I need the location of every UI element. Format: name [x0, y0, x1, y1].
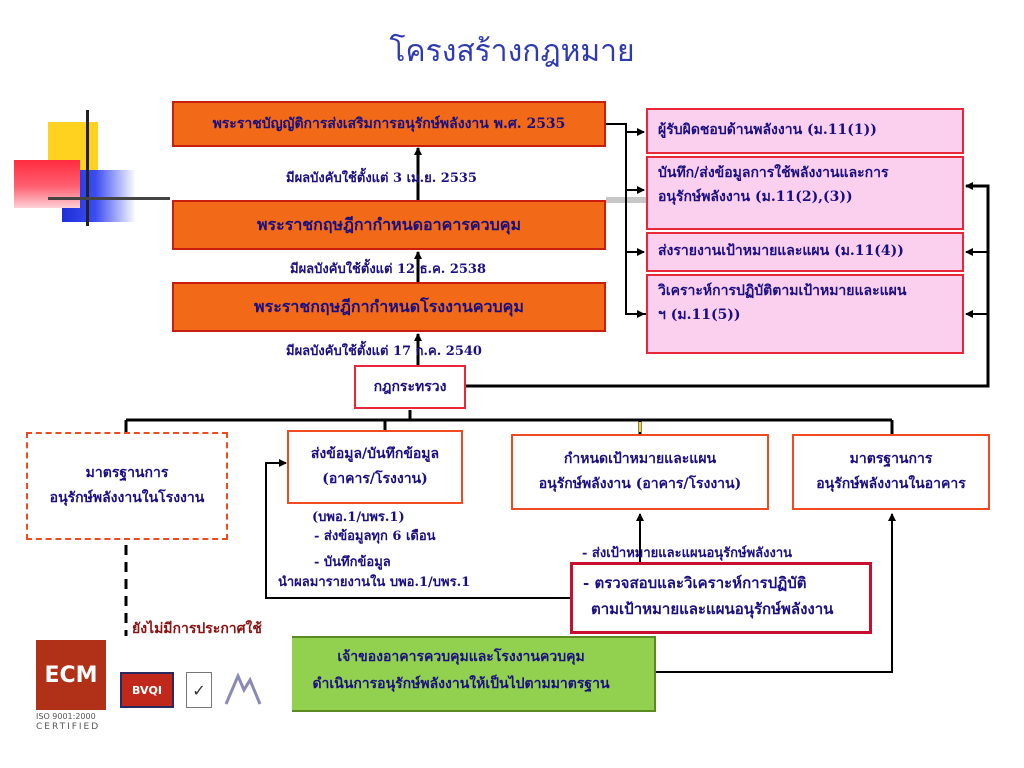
- duty-report-targets: ส่งรายงานเป้าหมายและแผน (ม.11(4)): [646, 232, 964, 272]
- act-label: พระราชบัญญัติการส่งเสริมการอนุรักษ์พลังง…: [212, 116, 566, 132]
- page-title: โครงสร้างกฎหมาย: [389, 34, 635, 69]
- ukas-logo: ✓: [186, 672, 212, 708]
- decree-building-effective-date: มีผลบังคับใช้ตั้งแต่ 12 ธ.ค. 2538: [290, 262, 487, 277]
- target-note: - ส่งเป้าหมายและแผนอนุรักษ์พลังงาน: [582, 546, 792, 561]
- duty-analyze: วิเคราะห์การปฏิบัติตามเป้าหมายและแผน ฯ (…: [646, 274, 964, 354]
- decree-building-box: พระราชกฤษฎีกากำหนดอาคารควบคุม: [172, 200, 606, 250]
- bracket-act-duties: [606, 123, 646, 315]
- crown-check-icon: ✓: [192, 680, 206, 700]
- data-record-box: ส่งข้อมูล/บันทึกข้อมูล (อาคาร/โรงงาน): [287, 430, 463, 504]
- duty-record-data: บันทึก/ส่งข้อมูลการใช้พลังงานและการ อนุร…: [646, 156, 964, 230]
- decor-horizontal-line: [48, 197, 170, 200]
- ecm-logo: ECM: [36, 640, 106, 710]
- loop-regulation-duties: [466, 184, 990, 388]
- data-note-report: นำผลมารายงานใน บพอ.1/บพร.1: [278, 575, 471, 590]
- decor-red-square: [14, 160, 80, 208]
- bvqi-logo: BVQI: [120, 672, 174, 708]
- duty-energy-manager: ผู้รับผิดชอบด้านพลังงาน (ม.11(1)): [646, 108, 964, 154]
- certified-label: CERTIFIED: [36, 722, 101, 732]
- building-standards-box: มาตรฐานการ อนุรักษ์พลังงานในอาคาร: [792, 434, 990, 510]
- decree-factory-effective-date: มีผลบังคับใช้ตั้งแต่ 17 ก.ค. 2540: [286, 344, 482, 359]
- data-note-every-6-months: - ส่งข้อมูลทุก 6 เดือน: [314, 529, 436, 544]
- act-box: พระราชบัญญัติการส่งเสริมการอนุรักษ์พลังง…: [172, 101, 606, 147]
- decree-building-label: พระราชกฤษฎีกากำหนดอาคารควบคุม: [256, 214, 522, 234]
- owner-box: เจ้าของอาคารควบคุมและโรงงานควบคุม ดำเนิน…: [266, 636, 656, 712]
- iso-label: ISO 9001:2000: [36, 712, 96, 721]
- data-note-form: (บพอ.1/บพร.1): [312, 510, 405, 525]
- data-note-record: - บันทึกข้อมูล: [314, 555, 391, 570]
- verify-box: - ตรวจสอบและวิเคราะห์การปฏิบัติ ตามเป้าห…: [570, 562, 872, 634]
- decree-factory-box: พระราชกฤษฎีกากำหนดโรงงานควบคุม: [172, 282, 606, 332]
- tis-logo: [222, 670, 264, 706]
- targets-plans-box: กำหนดเป้าหมายและแผน อนุรักษ์พลังงาน (อาค…: [511, 434, 769, 510]
- decree-factory-label: พระราชกฤษฎีกากำหนดโรงงานควบคุม: [254, 296, 524, 316]
- loop-owner-building: [656, 520, 893, 673]
- not-announced-label: ยังไม่มีการประกาศใช้: [132, 621, 262, 637]
- decor-vertical-line: [86, 110, 89, 226]
- ministerial-regulation-box: กฎกระทรวง: [354, 365, 466, 409]
- act-effective-date: มีผลบังคับใช้ตั้งแต่ 3 เม.ย. 2535: [286, 171, 477, 186]
- tis-logo-icon: [224, 672, 262, 705]
- factory-standards-box: มาตรฐานการ อนุรักษ์พลังงานในโรงงาน: [26, 432, 228, 540]
